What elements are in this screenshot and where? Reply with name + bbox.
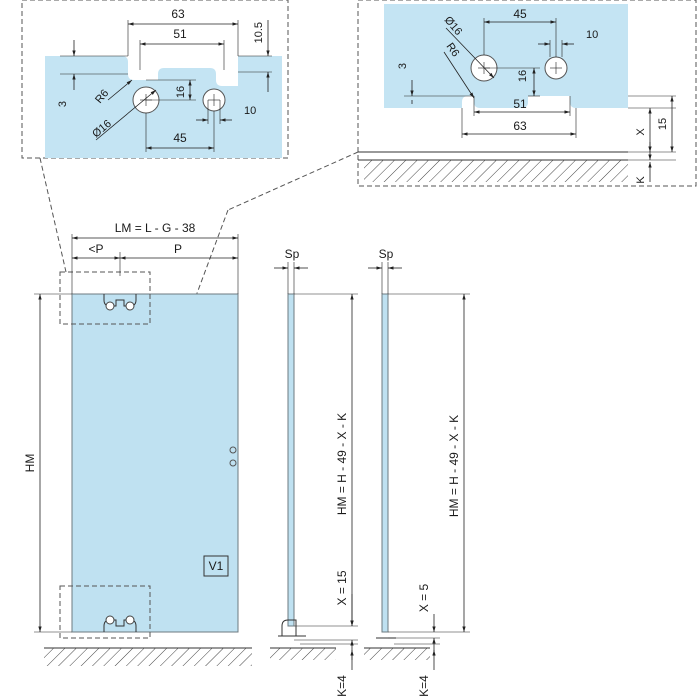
label-lm: LM = L - G - 38 bbox=[115, 221, 196, 235]
label-51: 51 bbox=[173, 27, 187, 41]
bottom-hole-left bbox=[105, 615, 115, 625]
label-45: 45 bbox=[513, 7, 527, 21]
label-63: 63 bbox=[513, 119, 527, 133]
label-height: HM = H - 49 - X - K bbox=[335, 413, 349, 515]
side-floor-hatch-2 bbox=[364, 648, 430, 660]
side-floor-hatch-1 bbox=[270, 648, 336, 660]
hinge-1 bbox=[281, 619, 297, 636]
label-45: 45 bbox=[173, 131, 187, 145]
label-x: X bbox=[635, 128, 647, 136]
label-63: 63 bbox=[171, 7, 185, 21]
label-10: 10 bbox=[244, 105, 256, 117]
label-height: HM = H - 49 - X - K bbox=[447, 415, 461, 517]
label-16: 16 bbox=[517, 70, 529, 82]
label-3: 3 bbox=[57, 101, 69, 107]
detail-left: 63 51 10.5 3 R6 16 Ø16 10 bbox=[21, 0, 289, 159]
panel-label-box bbox=[203, 555, 229, 577]
side-glass-1 bbox=[287, 293, 295, 627]
detail-right-frame bbox=[357, 0, 697, 187]
connector-left bbox=[39, 157, 67, 273]
floor-hatch bbox=[364, 160, 628, 182]
detail-right: 45 Ø16 10 R6 3 16 51 63 bbox=[357, 0, 697, 187]
top-notch bbox=[103, 294, 137, 307]
side-view-1: Sp HM = H - 49 - X - K X = 15 K=4 bbox=[270, 247, 358, 697]
top-hole-left bbox=[105, 301, 115, 311]
label-less-p: <P bbox=[88, 242, 103, 256]
side-glass-2 bbox=[381, 293, 389, 633]
front-view: V1 LM = L - G - 38 <P P HM bbox=[23, 221, 252, 666]
connector-right-a bbox=[227, 151, 359, 211]
bottom-detail-marker bbox=[59, 585, 151, 639]
label-sp: Sp bbox=[285, 247, 300, 261]
label-p: P bbox=[174, 242, 182, 256]
bottom-notch bbox=[103, 619, 137, 632]
label-x: X = 5 bbox=[417, 584, 431, 613]
label-3: 3 bbox=[397, 63, 409, 69]
top-detail-marker bbox=[59, 271, 151, 325]
label-sp: Sp bbox=[379, 247, 394, 261]
label-hm: HM bbox=[23, 454, 37, 473]
label-10-5: 10.5 bbox=[253, 22, 265, 43]
label-k: K bbox=[635, 176, 647, 184]
glass-panel bbox=[71, 293, 239, 633]
side-view-2: Sp HM = H - 49 - X - K X = 5 K=4 bbox=[364, 247, 470, 697]
front-floor-hatch bbox=[44, 648, 252, 666]
panel-label: V1 bbox=[209, 559, 224, 573]
knob-hole-bottom bbox=[229, 459, 237, 467]
label-10: 10 bbox=[586, 29, 598, 41]
label-15: 15 bbox=[657, 118, 669, 130]
label-k: K=4 bbox=[417, 675, 431, 697]
bottom-hole-right bbox=[125, 615, 135, 625]
label-k: K=4 bbox=[335, 675, 349, 697]
detail-right-glass bbox=[384, 4, 628, 108]
label-16: 16 bbox=[175, 86, 187, 98]
top-hole-right bbox=[125, 301, 135, 311]
detail-left-glass bbox=[45, 56, 282, 158]
knob-hole-top bbox=[229, 446, 237, 454]
label-51: 51 bbox=[513, 97, 527, 111]
label-x: X = 15 bbox=[335, 570, 349, 605]
